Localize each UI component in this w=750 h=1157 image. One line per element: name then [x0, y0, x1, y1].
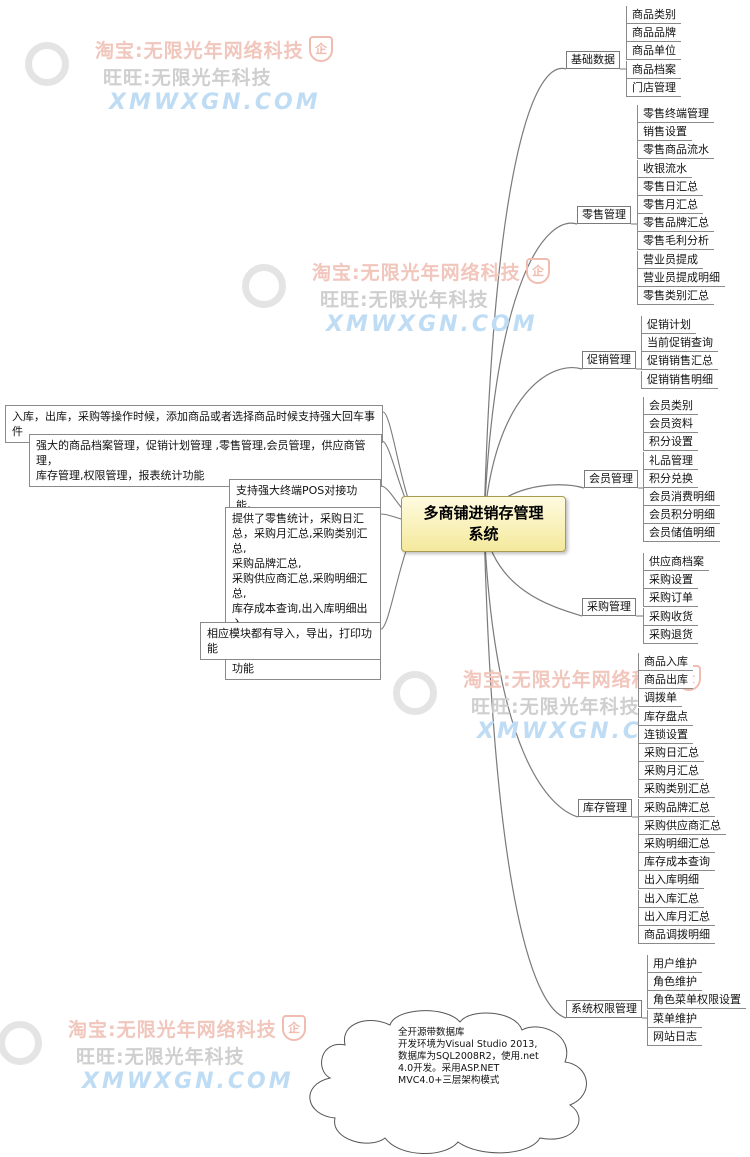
branch-leaf[interactable]: 网站日志: [647, 1027, 702, 1046]
branch-node[interactable]: 会员管理: [584, 470, 638, 488]
connector-line: [483, 523, 579, 818]
cloud-shape: [309, 1010, 587, 1154]
branch-leaf[interactable]: 供应商档案: [643, 553, 709, 571]
branch-leaf[interactable]: 采购类别汇总: [638, 780, 715, 799]
branch-leaf[interactable]: 促销计划: [641, 316, 696, 334]
branch-leaf[interactable]: 零售毛利分析: [637, 232, 714, 251]
branch-leaf[interactable]: 销售设置: [637, 123, 692, 142]
branch-leaf[interactable]: 采购日汇总: [638, 744, 704, 762]
branch-node[interactable]: 采购管理: [582, 598, 636, 616]
branch-leaf[interactable]: 礼品管理: [643, 451, 698, 470]
branch-leaf[interactable]: 促销销售汇总: [641, 352, 718, 371]
branch-node[interactable]: 零售管理: [577, 206, 631, 224]
branch-leaf[interactable]: 零售日汇总: [637, 177, 703, 196]
cloud-note-text: 全开源带数据库 开发环境为Visual Studio 2013, 数据库为SQL…: [398, 1027, 539, 1086]
branch-node[interactable]: 基础数据: [566, 51, 620, 69]
branch-leaf[interactable]: 采购明细汇总: [638, 835, 715, 853]
branch-leaf[interactable]: 当前促销查询: [641, 334, 718, 353]
branch-leaf[interactable]: 商品入库: [638, 653, 693, 671]
branch-leaf[interactable]: 库存盘点: [638, 707, 693, 726]
branch-leaf[interactable]: 营业员提成: [637, 250, 703, 269]
branch-leaf[interactable]: 采购退货: [643, 625, 698, 644]
branch-leaf[interactable]: 出入库明细: [638, 871, 704, 890]
branch-leaf[interactable]: 用户维护: [647, 955, 702, 973]
branch-node[interactable]: 系统权限管理: [566, 1000, 642, 1018]
branch-leaf[interactable]: 出入库汇总: [638, 889, 704, 908]
branch-leaf[interactable]: 采购收货: [643, 607, 698, 626]
connector-line: [483, 523, 567, 1019]
branch-leaf[interactable]: 角色菜单权限设置: [647, 991, 746, 1010]
branch-leaf[interactable]: 会员类别: [643, 397, 698, 415]
branch-leaf[interactable]: 门店管理: [626, 78, 681, 97]
branch-leaf[interactable]: 促销销售明细: [641, 370, 718, 389]
connector-line: [483, 222, 578, 525]
branch-leaf[interactable]: 营业员提成明细: [637, 268, 725, 287]
branch-leaf[interactable]: 零售商品流水: [637, 141, 714, 160]
note-import-export[interactable]: 相应模块都有导入，导出，打印功能: [200, 622, 381, 660]
branch-leaf[interactable]: 积分兑换: [643, 469, 698, 488]
branch-leaf[interactable]: 采购供应商汇总: [638, 816, 726, 835]
branch-leaf[interactable]: 零售品牌汇总: [637, 214, 714, 233]
branch-leaf[interactable]: 出入库月汇总: [638, 907, 715, 926]
branch-leaf[interactable]: 积分设置: [643, 433, 698, 452]
branch-leaf[interactable]: 商品出库: [638, 671, 693, 690]
branch-leaf[interactable]: 采购订单: [643, 589, 698, 608]
branch-leaf[interactable]: 会员积分明细: [643, 506, 720, 525]
branch-leaf[interactable]: 零售类别汇总: [637, 287, 714, 305]
branch-leaf[interactable]: 会员消费明细: [643, 488, 720, 506]
branch-node[interactable]: 促销管理: [582, 351, 636, 369]
connector-line: [483, 367, 583, 525]
branch-leaf[interactable]: 会员资料: [643, 415, 698, 434]
branch-leaf[interactable]: 采购设置: [643, 571, 698, 590]
branch-leaf[interactable]: 商品调拨明细: [638, 926, 715, 944]
central-topic[interactable]: 多商铺进销存管理 系统: [401, 496, 566, 552]
branch-leaf[interactable]: 零售终端管理: [637, 105, 714, 123]
branch-leaf[interactable]: 菜单维护: [647, 1009, 702, 1028]
branch-leaf[interactable]: 采购月汇总: [638, 762, 704, 781]
note-feature-summary[interactable]: 强大的商品档案管理，促销计划管理 ,零售管理,会员管理，供应商管理， 库存管理,…: [29, 434, 382, 487]
branch-leaf[interactable]: 调拨单: [638, 689, 682, 708]
branch-leaf[interactable]: 收银流水: [637, 159, 692, 178]
branch-leaf[interactable]: 商品单位: [626, 42, 681, 61]
branch-leaf[interactable]: 零售月汇总: [637, 196, 703, 214]
connector-line: [483, 67, 567, 525]
branch-leaf[interactable]: 角色维护: [647, 973, 702, 992]
branch-leaf[interactable]: 采购品牌汇总: [638, 798, 715, 817]
branch-leaf[interactable]: 商品品牌: [626, 24, 681, 43]
branch-leaf[interactable]: 库存成本查询: [638, 853, 715, 872]
branch-leaf[interactable]: 商品档案: [626, 60, 681, 79]
branch-leaf[interactable]: 连锁设置: [638, 725, 693, 744]
branch-leaf[interactable]: 商品类别: [626, 6, 681, 24]
branch-node[interactable]: 库存管理: [578, 799, 632, 817]
branch-leaf[interactable]: 会员储值明细: [643, 524, 720, 543]
